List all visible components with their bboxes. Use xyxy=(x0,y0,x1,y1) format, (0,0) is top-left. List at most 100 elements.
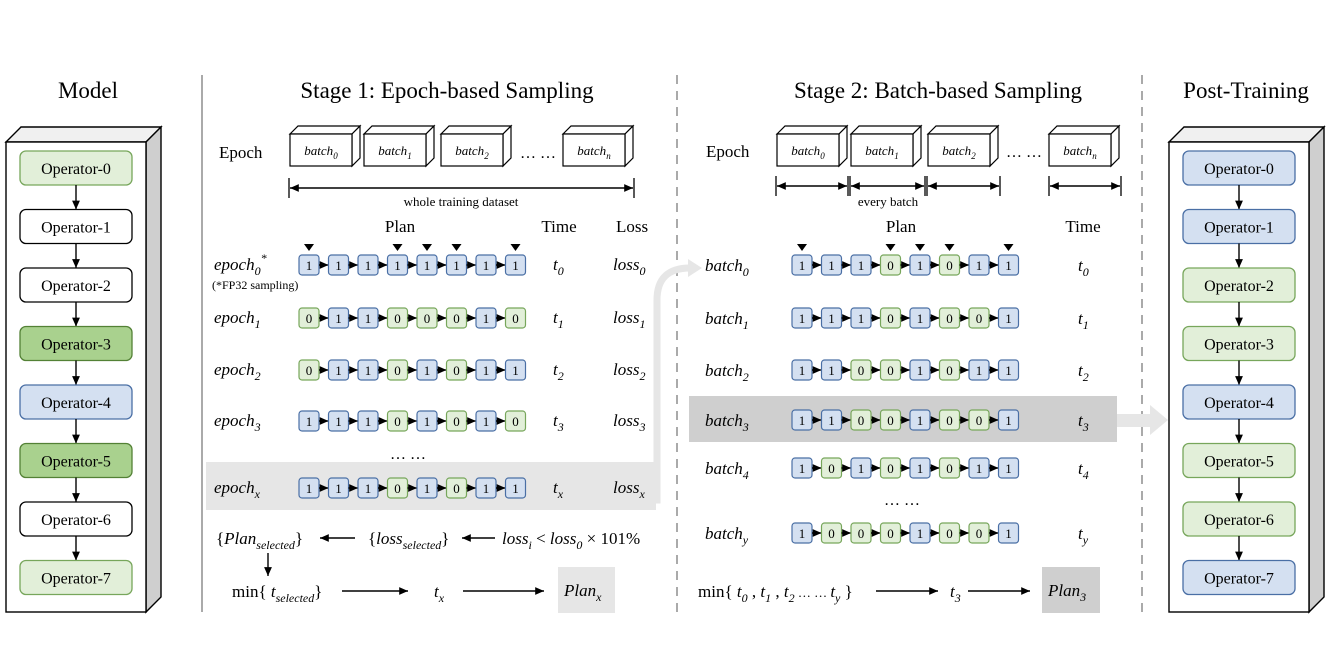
model-operator-label: Operator-0 xyxy=(41,161,111,178)
stage2-plan-cell-value: 1 xyxy=(917,526,924,541)
stage1-row-loss: loss2 xyxy=(613,360,645,383)
stage1-plan-cell-value: 1 xyxy=(365,258,372,273)
stage1-batch-cube-label-base: batch xyxy=(577,143,606,158)
stage1-row-label: epoch1 xyxy=(214,308,261,331)
stage2-marker xyxy=(944,244,955,251)
stage1-plan-cell-value: 1 xyxy=(365,363,372,378)
stage1-plan-cell-value: 1 xyxy=(483,258,490,273)
stage1-plan-selected-close: } xyxy=(295,529,303,548)
stage2-plan-cell-value: 0 xyxy=(946,363,953,378)
stage2-result-t: t3 xyxy=(950,582,961,605)
stage2-plan-cell-value: 1 xyxy=(828,413,835,428)
stage1-condition-tail: × 101% xyxy=(582,529,640,548)
stage1-row-loss-base: loss xyxy=(613,308,640,327)
stage2-plan-cell-value: 0 xyxy=(887,311,894,326)
stage1-batch-cube-top xyxy=(561,125,635,135)
stage2-min-term: t xyxy=(830,582,836,601)
stage1-batch-cube-label-sub: 0 xyxy=(333,151,338,161)
stage2-result-plan-base: Plan xyxy=(1047,581,1080,600)
stage2-plan-cell-value: 1 xyxy=(828,258,835,273)
stage1-row-label: epoch3 xyxy=(214,411,261,434)
stage2-batch-cube-top xyxy=(775,125,849,135)
stage2-row-label: batch2 xyxy=(705,361,749,384)
stage1-row-time-base: t xyxy=(553,411,559,430)
stage1-min-t-sub: selected xyxy=(276,591,316,605)
model-operator-label: Operator-5 xyxy=(41,454,111,471)
stage2-row-time-base: t xyxy=(1078,459,1084,478)
stage2-min-term-sub: y xyxy=(834,591,841,605)
stage2-batch-cube-side xyxy=(838,124,848,168)
post-training-title: Post-Training xyxy=(1183,78,1309,103)
stage1-plan-cell-value: 1 xyxy=(512,258,519,273)
stage2-row-label-sub: y xyxy=(742,533,749,547)
stage2-plan-cell-value: 1 xyxy=(976,363,983,378)
stage2-batch-cube-top xyxy=(1047,125,1121,135)
stage2-row-time-base: t xyxy=(1078,524,1084,543)
stage1-plan-cell-value: 1 xyxy=(306,258,313,273)
post-operator-label: Operator-4 xyxy=(1204,395,1274,412)
stage1-result-t-base: t xyxy=(434,582,440,601)
stage1-row-time: t0 xyxy=(553,255,564,278)
stage1-row-loss-sub: 3 xyxy=(638,420,645,434)
stage2-plan-cell-value: 0 xyxy=(946,258,953,273)
stage2-plan-cell xyxy=(997,254,1020,276)
stage1-batch-cube-front xyxy=(289,133,353,167)
stage1-row-loss: loss1 xyxy=(613,308,645,331)
stage1-title: Stage 1: Epoch-based Sampling xyxy=(300,78,594,103)
stage2-to-post-arrowhead xyxy=(1150,405,1168,435)
stage1-batch-cube-top xyxy=(362,125,436,135)
model-panel: Operator-0Operator-1Operator-2Operator-3… xyxy=(4,125,163,614)
stage1-plan-selected-sub: selected xyxy=(256,538,296,552)
stage2-batch-cube-label-sub: 2 xyxy=(971,151,976,161)
stage1-plan-cell-value: 0 xyxy=(306,311,313,326)
stage1-plan-cell-value: 1 xyxy=(335,363,342,378)
stage1-row-label-base: epoch xyxy=(214,360,255,379)
stage2-row-time-sub: 4 xyxy=(1083,468,1089,482)
stage1-row-time: tx xyxy=(553,478,564,501)
stage1-plan-cell-value: 1 xyxy=(512,363,519,378)
stage1-plan-cell-value: 1 xyxy=(453,258,460,273)
stage2-batch-cube-label-sub: 0 xyxy=(820,151,825,161)
stage2-plan-cell-value: 1 xyxy=(799,413,806,428)
stage1-plan-cell-value: 1 xyxy=(424,258,431,273)
stage1-batch-cube-front xyxy=(562,133,626,167)
stage1-row-loss-sub: 1 xyxy=(639,317,645,331)
stage2-row-time-base: t xyxy=(1078,309,1084,328)
stage2-plan-cell-value: 0 xyxy=(976,311,983,326)
stage1-plan-cell-value: 1 xyxy=(424,481,431,496)
stage1-plan-cell-value: 1 xyxy=(483,363,490,378)
stage2-min-term: t xyxy=(737,582,743,601)
stage2-row-label-base: batch xyxy=(705,256,743,275)
stage2-batch-cube-label-base: batch xyxy=(942,143,971,158)
stage2-row-label-sub: 4 xyxy=(743,468,749,482)
stage1-row-label-sup: * xyxy=(261,251,267,265)
stage2-plan-cell xyxy=(997,457,1020,479)
stage2-plan-cell xyxy=(997,307,1020,329)
stage1-marker xyxy=(451,244,462,251)
stage2-plan-cell-value: 1 xyxy=(799,311,806,326)
stage2-row-label-sub: 0 xyxy=(743,265,749,279)
stage1-col-time: Time xyxy=(541,217,576,236)
stage1-batch-cube-label: batch1 xyxy=(378,143,411,161)
post-training-panel: Operator-0Operator-1Operator-2Operator-3… xyxy=(1167,125,1326,614)
post-operator-label: Operator-5 xyxy=(1204,454,1274,471)
post-operator-label: Operator-3 xyxy=(1204,337,1274,354)
stage2-marker xyxy=(885,244,896,251)
highlight-layer xyxy=(206,396,1168,510)
stage2-plan-cell-value: 0 xyxy=(887,413,894,428)
post-panel-top xyxy=(1167,126,1326,143)
stage1-row-loss: lossx xyxy=(613,478,645,501)
stage1-row-loss: loss3 xyxy=(613,411,645,434)
stage1-plan-cell xyxy=(504,307,527,329)
stage2-plan-cell-value: 1 xyxy=(858,461,865,476)
model-operator-label: Operator-3 xyxy=(41,337,111,354)
stage1-row-time-sub: 1 xyxy=(558,317,564,331)
stage1-loss-selected-close: } xyxy=(441,529,449,548)
stage2-min-term-sep: … … xyxy=(795,585,831,600)
stage1-row-note: (*FP32 sampling) xyxy=(212,278,298,292)
stage1-row-label-base: epoch xyxy=(214,255,255,274)
stage2-row-label-base: batch xyxy=(705,361,743,380)
